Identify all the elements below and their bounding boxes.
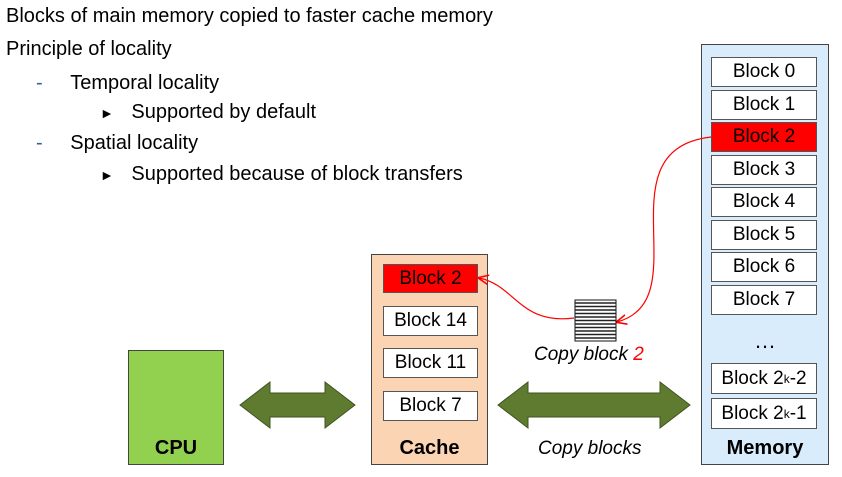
- memory-block-0: Block 0: [711, 57, 817, 87]
- memory-block-7: Block 7: [711, 285, 817, 315]
- dash-marker: -: [36, 132, 43, 154]
- copy-blocks-caption: Copy blocks: [538, 438, 642, 459]
- block-exponent: k: [783, 406, 790, 421]
- memory-block-5: Block 5: [711, 220, 817, 250]
- temporal-locality: Temporal locality: [70, 72, 220, 94]
- memory-to-transfer-arrow: [617, 136, 712, 322]
- dash-marker: -: [36, 72, 43, 94]
- memory-label: Memory: [726, 437, 804, 459]
- cache-label: Cache: [399, 437, 460, 459]
- temporal-supported: Supported by default: [131, 101, 317, 123]
- cache-box: Block 2 Block 14 Block 11 Block 7 Cache: [371, 254, 488, 465]
- copy-block-number: 2: [633, 344, 644, 365]
- transfer-block-icon: [574, 299, 617, 342]
- memory-box: Block 0 Block 1 Block 2 Block 3 Block 4 …: [701, 44, 829, 465]
- cpu-box: CPU: [128, 350, 224, 465]
- block-exponent: k: [783, 371, 790, 386]
- spatial-row: - Spatial locality: [36, 132, 198, 155]
- bullet-main-memory: Blocks of main memory copied to faster c…: [6, 5, 493, 27]
- memory-block-3: Block 3: [711, 155, 817, 185]
- block-prefix: Block 2: [721, 367, 784, 389]
- cache-memory-arrow: [497, 380, 691, 430]
- cpu-label: CPU: [154, 437, 198, 459]
- temporal-row: - Temporal locality: [36, 72, 219, 95]
- transfer-to-cache-arrow: [479, 278, 575, 320]
- spatial-supported: Supported because of block transfers: [131, 163, 463, 185]
- bullet-locality: Principle of locality: [6, 38, 172, 60]
- spatial-sub-row: ► Supported because of block transfers: [100, 163, 463, 186]
- cache-block-2: Block 11: [383, 348, 478, 378]
- memory-ellipsis: …: [754, 328, 776, 353]
- block-suffix: -2: [789, 367, 807, 389]
- cache-block-0: Block 2: [383, 264, 478, 293]
- temporal-sub-row: ► Supported by default: [100, 101, 316, 124]
- cache-block-3: Block 7: [383, 391, 478, 421]
- block-prefix: Block 2: [721, 402, 784, 424]
- copy-block-text: Copy block: [534, 344, 634, 365]
- block-suffix: -1: [789, 402, 807, 424]
- cpu-cache-arrow: [239, 380, 356, 430]
- memory-block-4: Block 4: [711, 187, 817, 217]
- cache-block-1: Block 14: [383, 306, 478, 336]
- triangle-bullet-icon: ►: [100, 105, 114, 121]
- copy-block-caption: Copy block 2: [534, 344, 644, 366]
- spatial-locality: Spatial locality: [70, 132, 199, 154]
- triangle-bullet-icon: ►: [100, 167, 114, 183]
- memory-block-6: Block 6: [711, 252, 817, 282]
- memory-block-1: Block 1: [711, 90, 817, 120]
- memory-block-2: Block 2: [711, 122, 817, 152]
